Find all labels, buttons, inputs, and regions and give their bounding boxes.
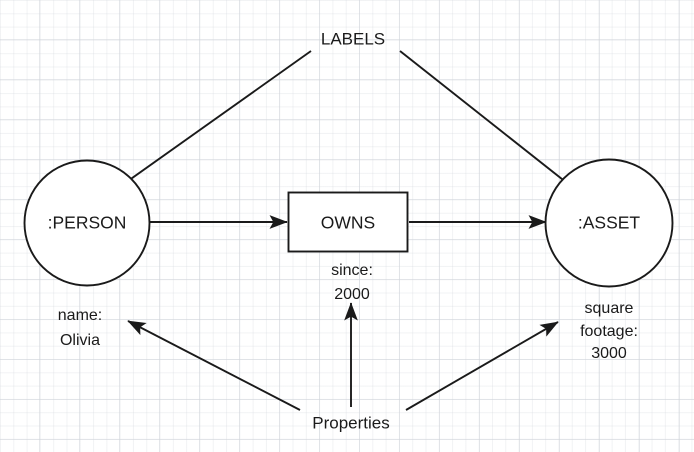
edge-properties-to-name-property xyxy=(127,320,301,411)
property-asset-key-line1: square xyxy=(585,300,634,317)
annotation-properties: Properties xyxy=(312,413,389,432)
property-owns-key: since: xyxy=(331,262,373,279)
edge-labels-to-asset xyxy=(399,50,592,203)
node-person-circle[interactable] xyxy=(23,159,151,287)
property-asset-value: 3000 xyxy=(591,345,627,362)
edge-labels-to-person xyxy=(96,50,312,204)
edge-properties-to-footage-property xyxy=(405,321,559,411)
node-asset-label: :ASSET xyxy=(578,213,641,233)
node-owns-rect[interactable] xyxy=(287,191,409,253)
node-person-label: :PERSON xyxy=(48,213,127,233)
node-owns-label: OWNS xyxy=(321,213,375,233)
property-person-value: Olivia xyxy=(60,332,100,349)
property-person-key: name: xyxy=(58,307,102,324)
property-asset-key-line2: footage: xyxy=(580,323,638,340)
annotation-labels: LABELS xyxy=(321,29,385,48)
node-asset-circle[interactable] xyxy=(544,158,674,288)
property-owns-value: 2000 xyxy=(334,286,370,303)
